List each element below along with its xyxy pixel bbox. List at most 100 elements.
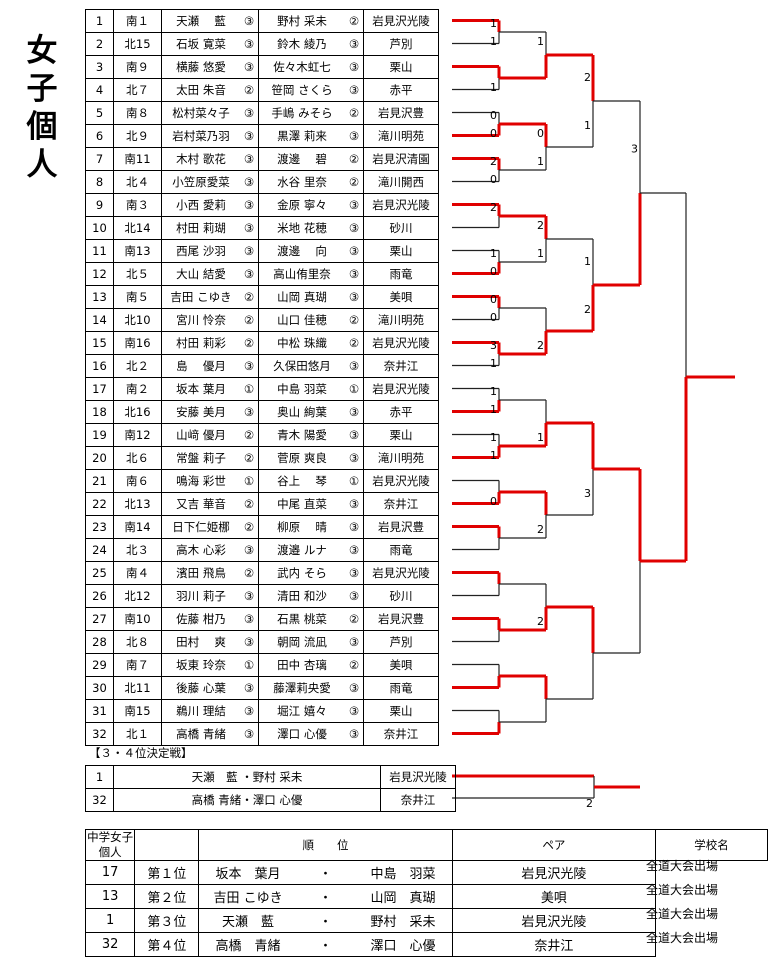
match-score: 1 — [490, 247, 497, 260]
seed-code: 北12 — [113, 584, 162, 608]
school-name: 奈井江 — [380, 788, 456, 812]
separator-dot: ・ — [319, 891, 333, 906]
match-score: 1 — [584, 119, 591, 132]
player2-name: 谷上 琴 — [258, 469, 345, 493]
match-score: 0 — [537, 127, 544, 140]
match-score: 2 — [584, 71, 591, 84]
school-name: 栗山 — [363, 423, 439, 447]
entry-number: 16 — [85, 354, 114, 378]
match-score: 0 — [490, 265, 497, 278]
school-name: 岩見沢光陵 — [451, 860, 657, 885]
results-side-label: 中学女子個人 — [84, 829, 136, 861]
player-name: 坂本 葉月 — [215, 867, 281, 882]
entry-number: 32 — [85, 788, 114, 812]
player-name: 中島 羽菜 — [370, 867, 436, 882]
school-name: 芦別 — [363, 32, 439, 56]
school-name: 雨竜 — [363, 676, 439, 700]
player2-name: 佐々木虹七 — [258, 55, 345, 79]
page-title: 女子個人 — [26, 33, 58, 183]
player2-name: 堀江 嬉々 — [258, 699, 345, 723]
seed-code: 南４ — [113, 561, 162, 585]
entry-number: 13 — [84, 884, 136, 909]
player2-name: 黒澤 莉来 — [258, 124, 345, 148]
seed-code: 北16 — [113, 400, 162, 424]
seed-code: 北13 — [113, 492, 162, 516]
player2-name: 金原 寧々 — [258, 193, 345, 217]
entry-number: 14 — [85, 308, 114, 332]
seed-code: 南２ — [113, 377, 162, 401]
player2-name: 野村 采未 — [258, 9, 345, 33]
match-score: 1 — [537, 431, 544, 444]
match-score: 1 — [490, 17, 497, 30]
entry-number: 18 — [85, 400, 114, 424]
results-header-row: 中学女子個人 順 位 ペア 学校名 — [84, 829, 768, 861]
player1-name: 高木 心彩 — [161, 538, 240, 562]
school-name: 赤平 — [363, 78, 439, 102]
school-name: 美唄 — [363, 285, 439, 309]
player-name: 天瀬 藍 — [222, 915, 275, 930]
seed-code: 南13 — [113, 239, 162, 263]
school-name: 雨竜 — [363, 262, 439, 286]
match-score: 2 — [584, 303, 591, 316]
player1-name: 坂東 玲奈 — [161, 653, 240, 677]
player1-name: 岩村菜乃羽 — [161, 124, 240, 148]
pair-names: 坂本 葉月・中島 羽菜 — [198, 860, 453, 885]
player1-name: 鵜川 理結 — [161, 699, 240, 723]
seed-code: 南８ — [113, 101, 162, 125]
third-place-row: 32 高橋 青緒・澤口 心優 奈井江 — [85, 788, 456, 812]
player2-name: 久保田悠月 — [258, 354, 345, 378]
entry-number: 31 — [85, 699, 114, 723]
school-name: 滝川明苑 — [363, 446, 439, 470]
header-no — [134, 829, 200, 861]
seed-code: 北３ — [113, 538, 162, 562]
rank-label: 第３位 — [134, 908, 200, 933]
player1-name: 吉田 こゆき — [161, 285, 240, 309]
seed-code: 北５ — [113, 262, 162, 286]
school-name: 砂川 — [363, 584, 439, 608]
seed-code: 北15 — [113, 32, 162, 56]
match-score: 1 — [490, 385, 497, 398]
seed-code: 南10 — [113, 607, 162, 631]
pair-name: 高橋 青緒・澤口 心優 — [113, 788, 381, 812]
player2-name: 中松 珠織 — [258, 331, 345, 355]
match-score: 3 — [631, 143, 638, 156]
seed-code: 北11 — [113, 676, 162, 700]
player1-name: 鳴海 彩世 — [161, 469, 240, 493]
match-score: 3 — [584, 487, 591, 500]
match-score: 1 — [490, 431, 497, 444]
school-name: 奈井江 — [363, 354, 439, 378]
pair-names: 天瀬 藍・野村 采未 — [198, 908, 453, 933]
seed-code: 南11 — [113, 147, 162, 171]
school-name: 奈井江 — [363, 492, 439, 516]
match-score: 1 — [537, 247, 544, 260]
player1-name: 田村 爽 — [161, 630, 240, 654]
player2-name: 高山侑里奈 — [258, 262, 345, 286]
pair-names: 高橋 青緒・澤口 心優 — [198, 932, 453, 957]
player1-name: 太田 朱音 — [161, 78, 240, 102]
school-name: 岩見沢光陵 — [363, 377, 439, 401]
player2-name: 田中 杏璃 — [258, 653, 345, 677]
match-score: 2 — [490, 201, 497, 214]
player2-name: 柳原 晴 — [258, 515, 345, 539]
third-place-score: 2 — [586, 797, 593, 810]
player2-name: 米地 花穂 — [258, 216, 345, 240]
match-score: 0 — [490, 311, 497, 324]
school-name: 砂川 — [363, 216, 439, 240]
school-name: 奈井江 — [451, 932, 657, 957]
school-name: 岩見沢光陵 — [363, 469, 439, 493]
match-score: 1 — [537, 155, 544, 168]
entry-number: 1 — [84, 908, 136, 933]
school-name: 滝川明苑 — [363, 124, 439, 148]
